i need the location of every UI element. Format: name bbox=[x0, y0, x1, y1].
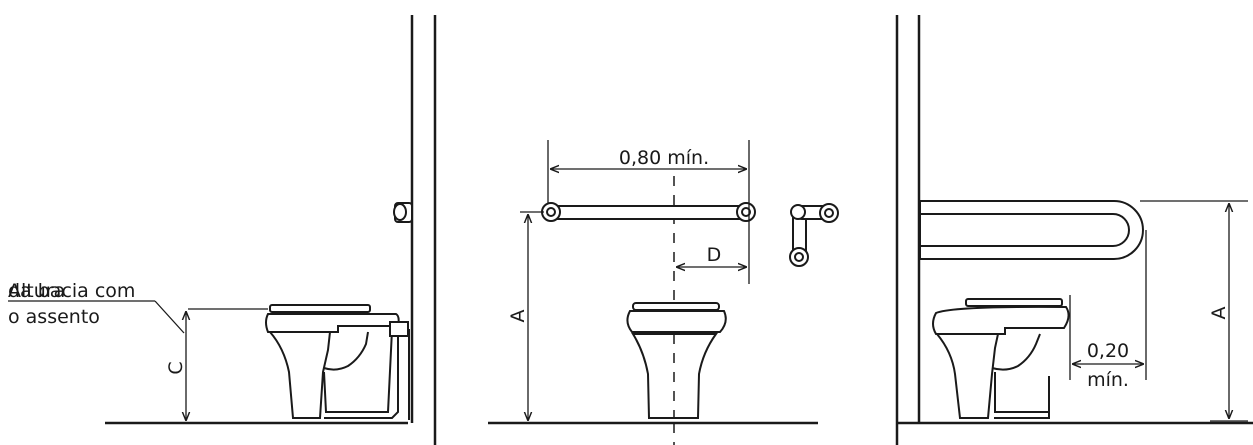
dim-a-label: A bbox=[507, 310, 529, 323]
seat-height-label-2: o assento bbox=[8, 306, 100, 328]
offset-label-2: mín. bbox=[1087, 369, 1129, 391]
dim-a-label: A bbox=[1208, 307, 1230, 320]
offset-label-1: 0,20 bbox=[1087, 340, 1129, 362]
dim-d-label: D bbox=[707, 244, 722, 266]
dim-c-label: C bbox=[165, 361, 187, 374]
toilet-side-icon bbox=[265, 304, 410, 420]
grab-bar-horizontal-icon bbox=[541, 202, 756, 222]
grab-bar-vertical-icon bbox=[789, 203, 839, 267]
bar-length-label: 0,80 mín. bbox=[619, 147, 709, 169]
panel-side-bar-view: 0,20 mín. A bbox=[895, 15, 1253, 445]
panel-front-view: 0,80 mín. D A bbox=[488, 140, 839, 445]
overlap-label: Altura bbox=[8, 280, 65, 302]
label-leader-diagonal bbox=[154, 300, 185, 334]
toilet-side-icon bbox=[932, 298, 1070, 419]
seat-height-label-1: da bacia com bbox=[8, 280, 135, 302]
toilet-front-icon bbox=[626, 302, 727, 419]
grab-bar-side-icon bbox=[393, 202, 413, 223]
panel-side-view: Altura da bacia com o assento C bbox=[8, 15, 437, 445]
grab-bar-long-icon bbox=[919, 200, 1144, 260]
